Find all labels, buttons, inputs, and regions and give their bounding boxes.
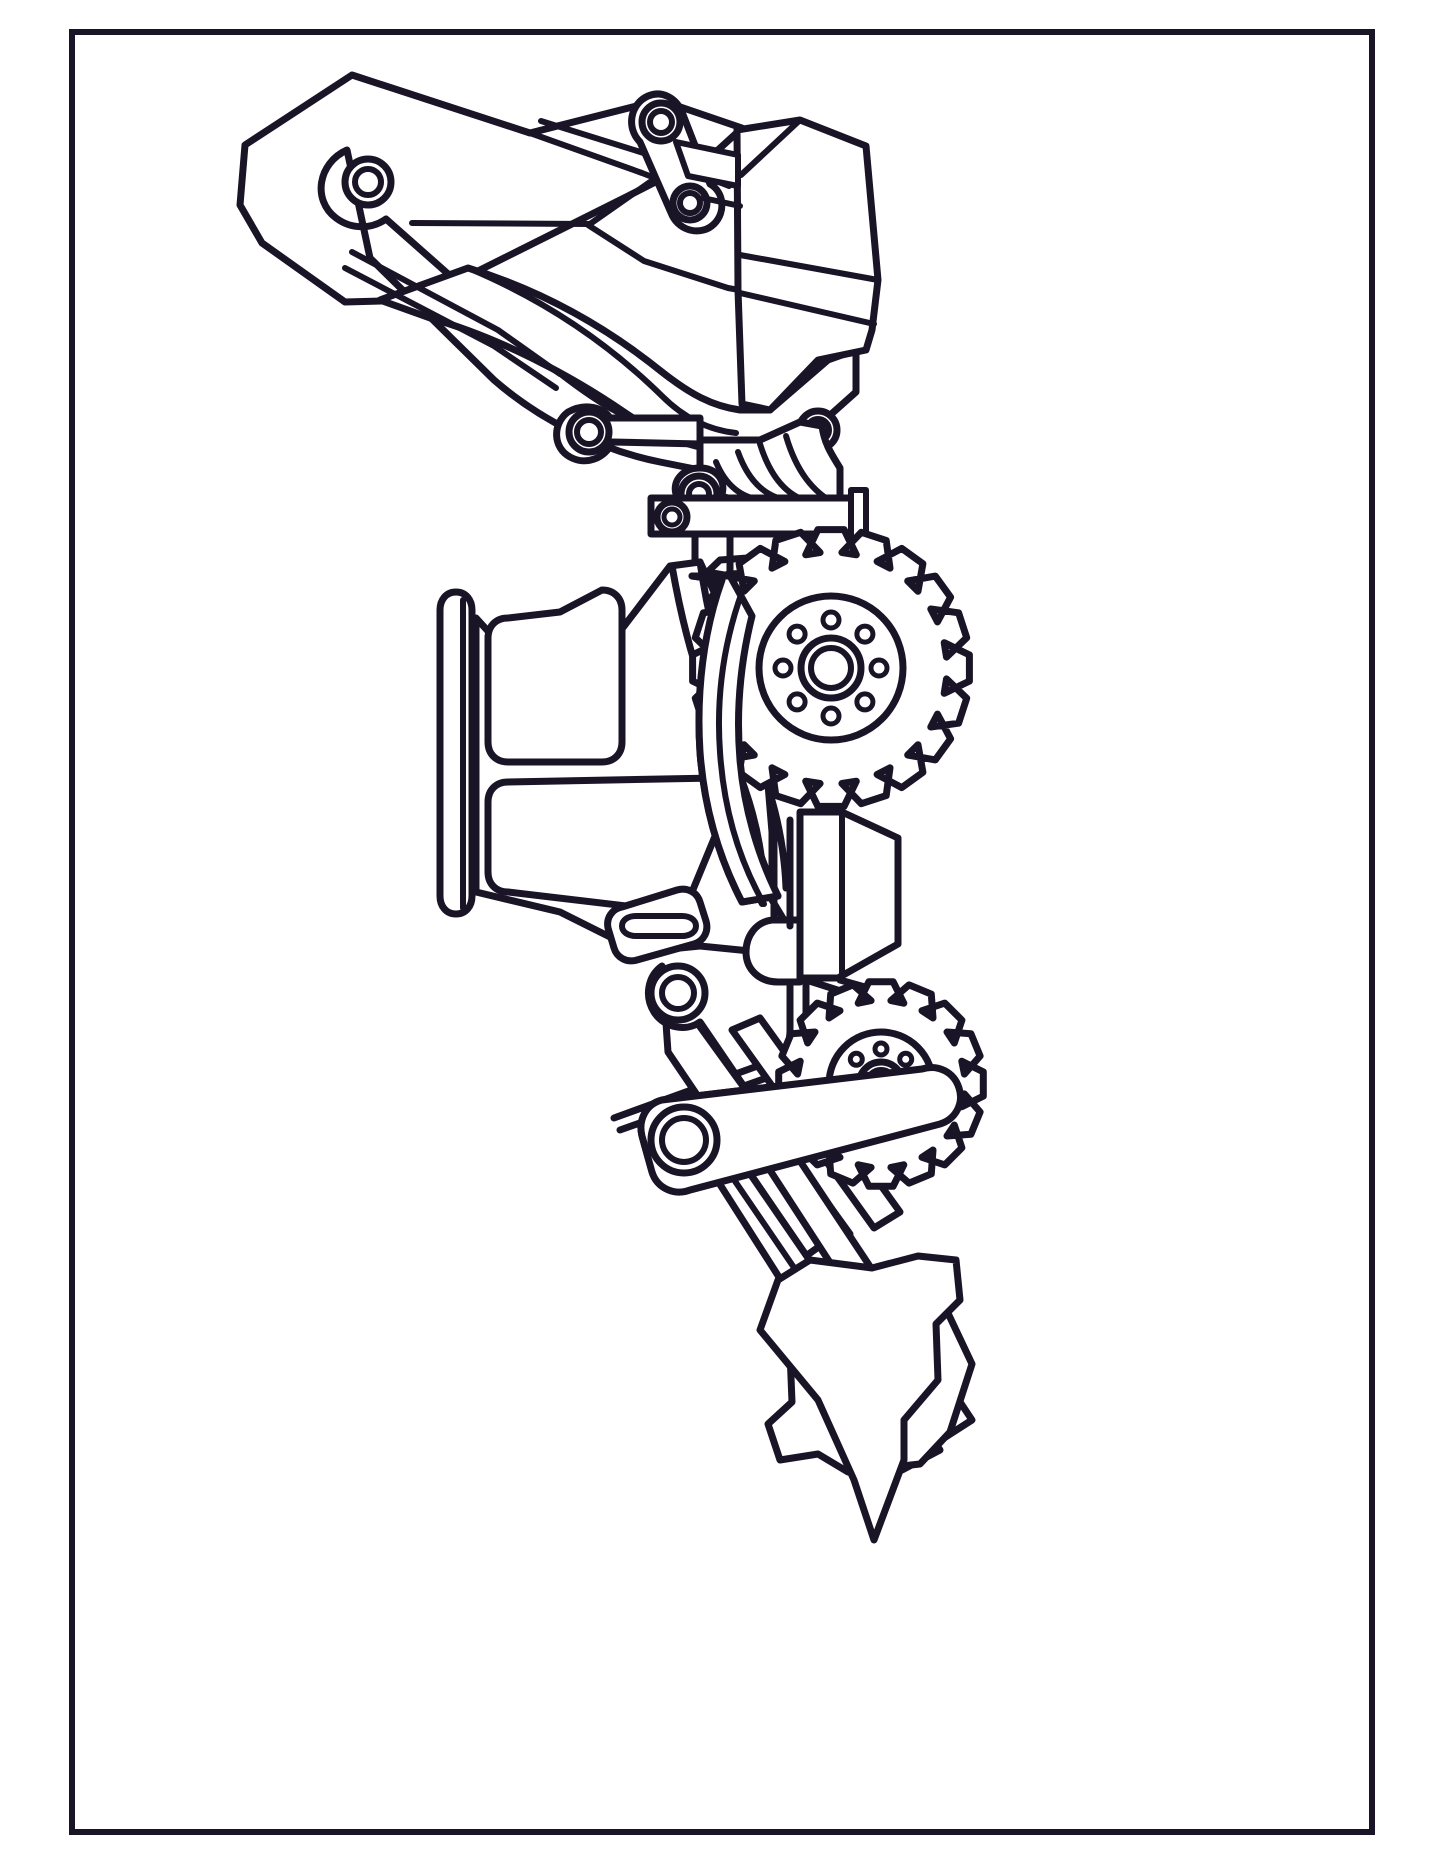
loader-arm-inner-curve [465,265,739,436]
front-wheel-bolt-6 [786,691,808,713]
front-wheel-arch-front-inner [715,589,767,907]
front-wheel-arch-front [688,572,782,906]
front-wheel-bolt-3 [868,657,890,679]
front-wheel-bolt-4 [854,691,876,713]
rear-wheel-bolt-1 [872,1040,890,1058]
hood-mount-bracket [742,916,804,986]
rear-wheel-bolt-2 [897,1050,915,1068]
cab-window-upper [484,586,626,766]
page-border [69,29,1375,1835]
loader-mid-pivot-inner [574,417,604,447]
tilt-link-plate-2 [700,195,743,209]
rear-wheel-bolt-8 [847,1050,865,1068]
cab-door-handle-slot [619,913,699,939]
cab-left-pillar [436,588,476,918]
front-wheel-bolt-7 [772,657,794,679]
front-wheel-bolt-1 [820,609,842,631]
loader-arm-thin-strut-a [349,249,563,377]
loader-arm-thin-strut-b [342,265,559,391]
loader-bucket-edge-2 [737,252,881,283]
front-wheel-group [689,526,973,810]
engine-hood [796,808,902,982]
stabilizer-plate [756,1252,964,1544]
tilt-link-plate [673,139,741,189]
frame-bar-bolt-inner [661,506,683,528]
front-wheel-bolt-8 [786,623,808,645]
tilt-link-pivot-lower-inner [677,190,703,216]
loader-bucket-edge-3 [737,290,877,327]
backhoe-loader-drawing [236,71,987,1544]
front-wheel-bolt-5 [820,705,842,727]
backhoe-dipper-pivot-inner-front [659,1115,709,1165]
backhoe-boom-pivot-inner [659,974,697,1012]
loader-bucket-edge-1 [738,117,803,178]
loader-bucket-lip [853,347,869,355]
front-wheel-bolt-2 [854,623,876,645]
backhoe-dipper-knuckle-front [637,1064,964,1196]
tilt-link-pivot-upper-inner [647,108,675,136]
loader-boom-pivot-inner [352,166,384,198]
front-wheel-hub-inner [808,645,854,691]
